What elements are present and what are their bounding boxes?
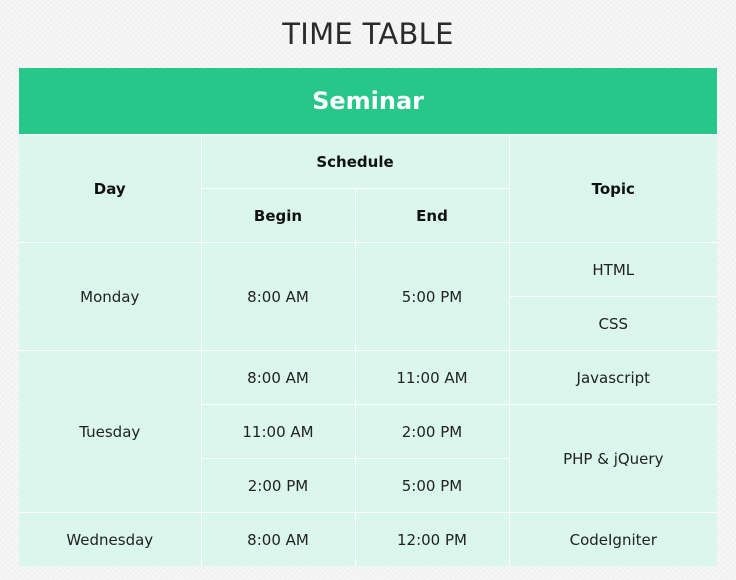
table-row: 2:00 PM 5:00 PM — [19, 458, 717, 513]
timetable: Seminar Day Schedule Topic Begin End Mon… — [19, 68, 718, 566]
begin-cell: 2:00 PM — [201, 458, 356, 513]
day-cell-tuesday: Tuesday — [19, 350, 202, 513]
table-row: Tuesday 8:00 AM 11:00 AM Javascript — [19, 350, 718, 513]
topic-cell: PHP & jQuery — [508, 404, 718, 513]
subheader-row: Begin End — [19, 188, 717, 243]
header-row: Day Schedule Topic — [19, 134, 718, 243]
header-end: End — [354, 188, 509, 243]
header-schedule: Schedule — [200, 134, 510, 189]
day-cell-monday: Monday — [19, 242, 202, 351]
end-cell: 2:00 PM — [354, 404, 510, 459]
topic-cell: Javascript — [508, 350, 718, 405]
end-cell: 11:00 AM — [354, 350, 510, 405]
end-cell: 5:00 PM — [354, 458, 509, 513]
topic-cell: CodeIgniter — [508, 512, 718, 566]
end-cell: 12:00 PM — [354, 512, 510, 566]
begin-cell: 8:00 AM — [200, 350, 356, 405]
topic-cell: CSS — [509, 296, 718, 351]
topic-cell: HTML — [508, 242, 718, 297]
table-caption: Seminar — [19, 68, 718, 135]
header-day: Day — [19, 134, 202, 243]
table-row: CSS — [19, 296, 718, 351]
begin-cell: 8:00 AM — [200, 242, 356, 351]
begin-cell: 8:00 AM — [200, 512, 356, 566]
table-row: 11:00 AM 2:00 PM PHP & jQuery — [19, 404, 718, 513]
begin-cell: 11:00 AM — [201, 404, 356, 459]
caption-row: Seminar — [19, 68, 718, 135]
table-row: Monday 8:00 AM 5:00 PM HTML — [19, 242, 718, 351]
header-topic: Topic — [508, 134, 718, 243]
end-cell: 5:00 PM — [354, 242, 510, 351]
table-row: Wednesday 8:00 AM 12:00 PM CodeIgniter — [19, 512, 718, 566]
day-cell-wednesday: Wednesday — [19, 512, 202, 566]
page-title: TIME TABLE — [282, 17, 454, 51]
header-begin: Begin — [201, 188, 356, 243]
